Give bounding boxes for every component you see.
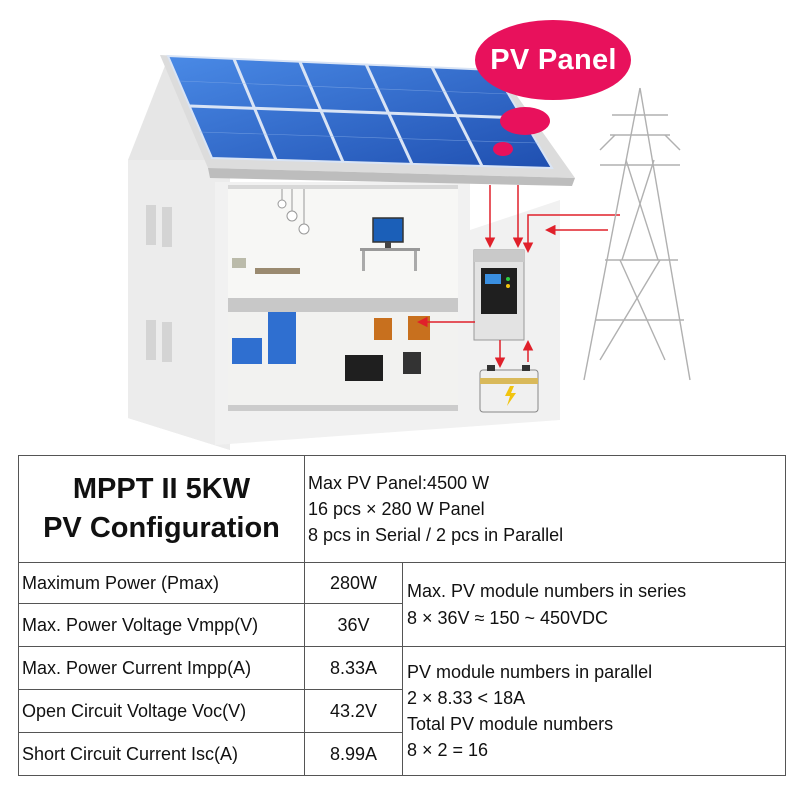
title-line-2: PV Configuration: [43, 512, 280, 544]
spec-label: Maximum Power (Pmax): [18, 562, 305, 604]
spec-value: 36V: [304, 603, 403, 647]
spec-value: 280W: [304, 562, 403, 604]
solar-panel-array: [166, 54, 554, 170]
power-flow-arrows: [417, 185, 620, 368]
solar-system-illustration: [128, 20, 691, 450]
pv-panel-label: PV Panel: [490, 43, 617, 76]
table-row: Max. Power Current Impp(A) 8.33A PV modu…: [18, 646, 786, 776]
table-header-row: MPPT II 5KW PV Configuration Max PV Pane…: [18, 455, 786, 563]
table-title: MPPT II 5KW PV Configuration: [18, 455, 305, 563]
pv-configuration-table: MPPT II 5KW PV Configuration Max PV Pane…: [18, 455, 786, 776]
power-tower: [583, 87, 691, 381]
small-device: [403, 352, 421, 374]
battery-pack: [345, 355, 383, 381]
series-note-line-1: Max. PV module numbers in series: [407, 581, 687, 602]
spec-label: Max. Power Voltage Vmpp(V): [18, 603, 305, 647]
parallel-note-line-1: PV module numbers in parallel: [407, 661, 653, 682]
summary-line-2: 16 pcs × 280 W Panel: [308, 498, 485, 519]
table-row: Short Circuit Current Isc(A) 8.99A: [18, 732, 786, 776]
parallel-note-line-2: 2 × 8.33 < 18A: [407, 687, 526, 708]
parallel-note-line-4: 8 × 2 = 16: [407, 740, 489, 761]
spec-label: Short Circuit Current Isc(A): [18, 732, 305, 776]
summary-cell: Max PV Panel:4500 W 16 pcs × 280 W Panel…: [304, 455, 786, 563]
spec-label: Open Circuit Voltage Voc(V): [18, 689, 305, 733]
series-note-line-2: 8 × 36V ≈ 150 ~ 450VDC: [407, 607, 609, 628]
monitor: [232, 217, 420, 274]
spec-value: 8.33A: [304, 646, 403, 690]
battery: [479, 365, 539, 413]
table-row: Max. Power Voltage Vmpp(V) 36V: [18, 603, 786, 647]
spec-label: Max. Power Current Impp(A): [18, 646, 305, 690]
title-line-1: MPPT II 5KW: [72, 472, 251, 505]
pv-panel-bubble: [475, 20, 631, 156]
washing-machine: [232, 312, 296, 364]
spec-value: 43.2V: [304, 689, 403, 733]
summary-line-1: Max PV Panel:4500 W: [308, 472, 490, 493]
series-note: Max. PV module numbers in series 8 × 36V…: [402, 562, 786, 647]
inverter: [473, 249, 525, 341]
parallel-note-line-3: Total PV module numbers: [407, 714, 614, 734]
table-row: Maximum Power (Pmax) 280W Max. PV module…: [18, 562, 786, 647]
parallel-note: PV module numbers in parallel 2 × 8.33 <…: [402, 646, 786, 776]
summary-line-3: 8 pcs in Serial / 2 pcs in Parallel: [308, 525, 564, 546]
pendant-lamp: [277, 189, 310, 235]
spec-value: 8.99A: [304, 732, 403, 776]
